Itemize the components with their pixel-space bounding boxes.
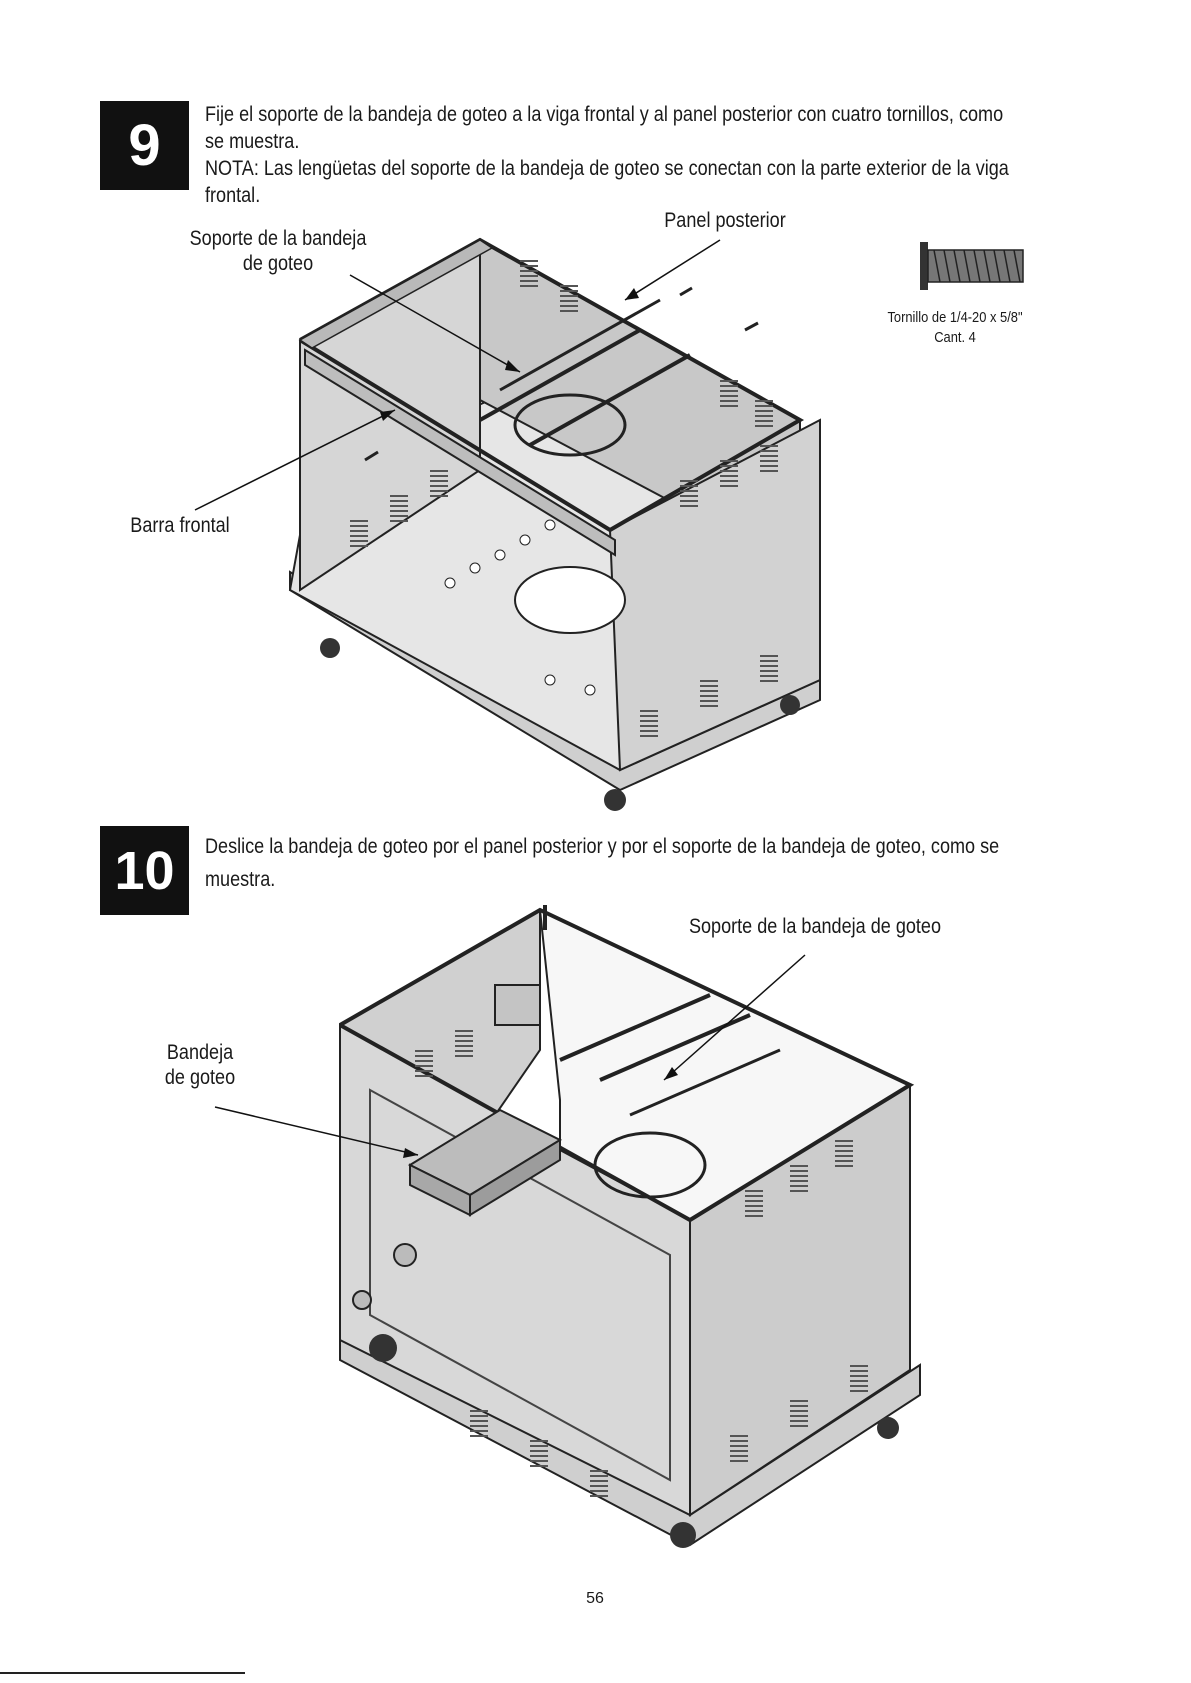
step-9-note-line: frontal.: [205, 184, 261, 207]
step-9-note-line: NOTA: Las lengüetas del soporte de la ba…: [205, 157, 1009, 180]
step-10-instruction-line: muestra.: [205, 868, 276, 891]
page-number: 56: [586, 1590, 604, 1607]
step-9-cabinet-illustration: [194, 237, 1024, 811]
label-drip-tray-support: Soporte de la bandeja de goteo: [688, 915, 942, 938]
label-line: de goteo: [164, 1066, 236, 1089]
step-10-cabinet-illustration: [214, 905, 921, 1548]
label-screw-spec: Tornillo de 1/4-20 x 5/8": [887, 309, 1023, 326]
label-line: Soporte de la bandeja: [189, 227, 367, 250]
step-9-instruction-line: se muestra.: [205, 130, 300, 153]
footer-rule: [0, 1672, 245, 1674]
label-drip-tray: Bandeja de goteo: [140, 1040, 260, 1090]
step-10-badge: 10: [100, 826, 189, 915]
step-10-instruction-line: Deslice la bandeja de goteo por el panel…: [205, 835, 1000, 858]
step-9-badge: 9: [100, 101, 189, 190]
label-screw-quantity: Cant. 4: [934, 329, 976, 346]
label-rear-panel: Panel posterior: [664, 209, 786, 232]
label-line: de goteo: [242, 252, 314, 275]
step-9-instruction-line: Fije el soporte de la bandeja de goteo a…: [205, 103, 1004, 126]
label-line: Bandeja: [166, 1041, 234, 1064]
screw-icon: [920, 242, 1024, 290]
label-front-bar: Barra frontal: [130, 514, 230, 537]
label-drip-tray-support: Soporte de la bandeja de goteo: [175, 226, 381, 276]
